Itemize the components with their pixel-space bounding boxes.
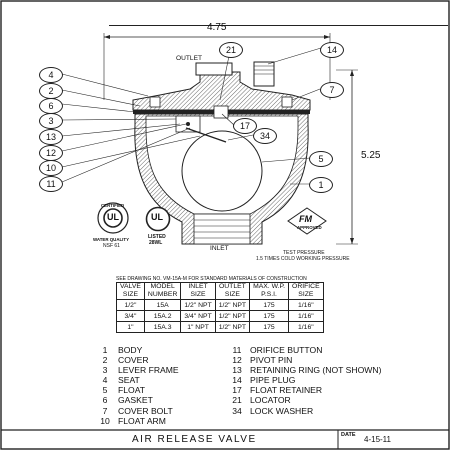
date-label: DATE bbox=[341, 432, 356, 438]
callout-11: 11 bbox=[39, 176, 63, 192]
table-cell: 1/2" NPT bbox=[214, 321, 251, 333]
table-cell: 1/16" bbox=[288, 321, 324, 333]
ul-listed-mark: UL bbox=[145, 206, 171, 232]
ul-water-quality-seal-icon bbox=[97, 202, 129, 234]
table-cell: 3/4" NPT bbox=[180, 310, 216, 322]
callout-10: 10 bbox=[39, 160, 63, 176]
drawing-title: AIR RELEASE VALVE bbox=[132, 434, 257, 445]
test-pressure-detail: 1.5 TIMES COLD WORKING PRESSURE bbox=[256, 256, 350, 262]
callout-7: 7 bbox=[320, 82, 344, 98]
ul-certified-text: CERTIFIED bbox=[101, 203, 125, 208]
table-row: 1/2" 15A 1/2" NPT 1/2" NPT 175 1/16" bbox=[116, 299, 324, 311]
nsf-text: NSF 61 bbox=[103, 243, 120, 249]
outlet-label: OUTLET bbox=[176, 55, 203, 62]
width-dimension-label: 4.75 bbox=[207, 22, 227, 33]
fm-approved-mark: FM APPROVED bbox=[287, 207, 327, 235]
callout-1: 1 bbox=[309, 177, 333, 193]
ul-listed-text: LISTED bbox=[148, 234, 166, 240]
float bbox=[181, 130, 263, 212]
callout-4: 4 bbox=[39, 67, 63, 83]
table-cell: 15A.2 bbox=[143, 310, 182, 322]
fm-diamond-icon bbox=[287, 207, 327, 235]
callout-12: 12 bbox=[39, 145, 63, 161]
ul-mark-text: UL bbox=[107, 212, 119, 222]
date-value: 4-15-11 bbox=[364, 435, 391, 444]
table-row: 1" 15A.3 1" NPT 1/2" NPT 175 1/16" bbox=[116, 321, 324, 333]
table-cell: 1/2" NPT bbox=[180, 299, 216, 311]
leader-lines bbox=[61, 47, 322, 185]
table-cell: 1" bbox=[116, 321, 145, 333]
table-cell: 1/2" NPT bbox=[214, 299, 251, 311]
materials-note: SEE DRAWING NO. VM-15A-M FOR STANDARD MA… bbox=[116, 276, 307, 282]
valve-cover bbox=[132, 61, 311, 111]
lever-mechanism bbox=[175, 105, 229, 143]
table-row: 3/4" 15A.2 3/4" NPT 1/2" NPT 175 1/16" bbox=[116, 310, 324, 322]
callout-14: 14 bbox=[320, 42, 344, 58]
table-cell: 1" NPT bbox=[180, 321, 216, 333]
callout-34: 34 bbox=[253, 128, 277, 144]
water-quality-text: WATER QUALITY bbox=[93, 237, 130, 242]
height-dimension bbox=[336, 69, 358, 245]
table-cell: 1/16" bbox=[288, 299, 324, 311]
callout-3: 3 bbox=[39, 113, 63, 129]
fm-mark-text: FM bbox=[299, 214, 312, 224]
test-pressure-label: TEST PRESSURE bbox=[283, 250, 325, 256]
table-cell: 175 bbox=[249, 310, 290, 322]
table-cell: 175 bbox=[249, 321, 290, 333]
callout-21: 21 bbox=[219, 42, 243, 58]
ul-listed-seal-icon bbox=[145, 206, 171, 232]
header-max-wp: MAX. W.P.P.S.I. bbox=[249, 282, 290, 300]
table-cell: 15A bbox=[143, 299, 182, 311]
table-cell: 1/16" bbox=[288, 310, 324, 322]
callout-2: 2 bbox=[39, 83, 63, 99]
ul-water-quality-mark: CERTIFIED UL bbox=[96, 201, 130, 235]
fm-approved-text: APPROVED bbox=[297, 225, 322, 230]
table-cell: 1/2" bbox=[116, 299, 145, 311]
inlet-label: INLET bbox=[210, 245, 229, 252]
callout-13: 13 bbox=[39, 129, 63, 145]
table-cell: 15A.3 bbox=[143, 321, 182, 333]
ul-listed-mark-text: UL bbox=[151, 212, 163, 222]
callout-17: 17 bbox=[233, 118, 257, 134]
callout-5: 5 bbox=[309, 151, 333, 167]
callout-6: 6 bbox=[39, 98, 63, 114]
table-cell: 175 bbox=[249, 299, 290, 311]
ul-listed-code: 28WL bbox=[149, 240, 163, 246]
table-cell: 3/4" bbox=[116, 310, 145, 322]
table-cell: 1/2" NPT bbox=[214, 310, 251, 322]
height-dimension-label: 5.25 bbox=[361, 150, 381, 161]
